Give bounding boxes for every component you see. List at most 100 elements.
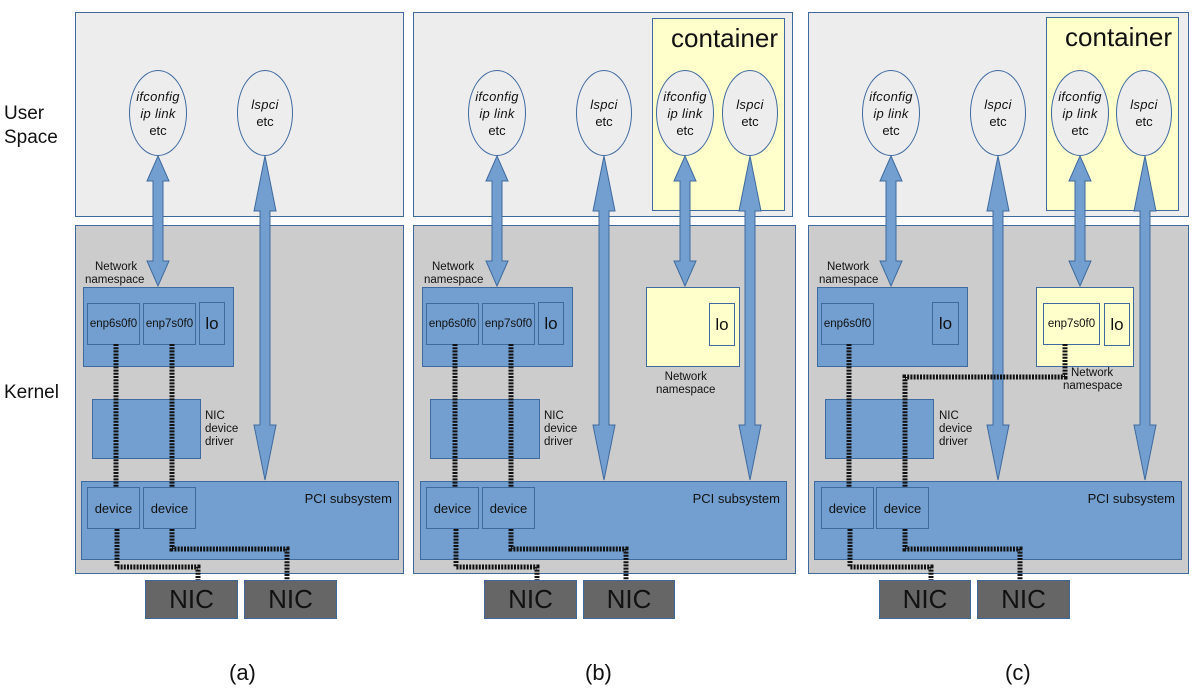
namespace-label-line: namespace — [424, 274, 484, 286]
pci-subsystem-label: PCI subsystem — [304, 491, 392, 506]
interface-enp7s0f0[interactable]: enp7s0f0 — [482, 303, 535, 345]
nic-card: NIC — [145, 580, 238, 619]
container-title: container — [671, 23, 778, 53]
tool-text: etc — [741, 114, 759, 129]
container-title: container — [1065, 22, 1172, 52]
tool-text: etc — [1135, 114, 1153, 129]
interface-lo[interactable]: lo — [199, 302, 225, 345]
panel-caption: (c) — [1005, 660, 1031, 685]
container-tool-oval-ifconfig: ifconfig ip link etc — [1051, 70, 1109, 156]
driver-label-line: NIC — [939, 410, 959, 422]
container-tool-oval-ifconfig: ifconfig ip link etc — [656, 70, 714, 156]
interface-enp6s0f0[interactable]: enp6s0f0 — [821, 303, 874, 345]
namespace-label-line: Network — [664, 371, 707, 383]
namespace-label-line: namespace — [656, 384, 716, 396]
user-space-label-line1: User — [4, 103, 45, 124]
tool-text: ip link — [479, 105, 515, 121]
tool-oval-ifconfig: ifconfig ip link etc — [129, 70, 187, 156]
driver-label-line: device — [544, 423, 578, 435]
nic-device-driver — [430, 399, 540, 459]
container-interface-lo[interactable]: lo — [1104, 303, 1130, 346]
namespace-label-line: namespace — [1063, 380, 1123, 392]
tool-text: lspci — [590, 97, 618, 112]
nic-card: NIC — [879, 580, 971, 619]
driver-label-line: driver — [205, 436, 234, 448]
namespace-label-line: namespace — [85, 274, 145, 286]
driver-label: NIC device driver — [939, 410, 972, 449]
tool-text: etc — [149, 122, 167, 138]
driver-label-line: NIC — [544, 410, 564, 422]
tool-text: etc — [676, 122, 694, 138]
tool-text: ip link — [873, 105, 909, 121]
user-space-label-line2: Space — [4, 127, 58, 148]
container-interface-enp7s0f0[interactable]: enp7s0f0 — [1043, 303, 1100, 345]
driver-label: NIC device driver — [544, 410, 577, 449]
tool-text: ip link — [140, 105, 176, 121]
kernel-label: Kernel — [4, 382, 59, 403]
pci-device[interactable]: device — [143, 487, 196, 529]
user-space-label: User Space — [4, 102, 58, 150]
tool-text: etc — [989, 114, 1007, 129]
tool-text: ifconfig — [136, 88, 180, 104]
nic-device-driver — [825, 399, 934, 459]
tool-text: ip link — [1062, 105, 1098, 121]
pci-device[interactable]: device — [482, 487, 535, 529]
container-tool-oval-lspci: lspci etc — [722, 70, 778, 156]
container-interface-lo[interactable]: lo — [709, 303, 735, 346]
driver-label-line: driver — [544, 436, 573, 448]
tool-text: etc — [488, 122, 506, 138]
tool-text: etc — [882, 122, 900, 138]
driver-label-line: NIC — [205, 410, 225, 422]
pci-device[interactable]: device — [821, 487, 874, 529]
interface-enp7s0f0[interactable]: enp7s0f0 — [143, 303, 196, 345]
tool-text: ip link — [667, 105, 703, 121]
pci-device[interactable]: device — [87, 487, 140, 529]
tool-text: lspci — [1130, 97, 1158, 112]
nic-card: NIC — [977, 580, 1070, 619]
namespace-label-line: Network — [95, 261, 138, 273]
pci-device[interactable]: device — [876, 487, 929, 529]
pci-device[interactable]: device — [426, 487, 479, 529]
tool-text: ifconfig — [663, 88, 707, 104]
namespace-label: Network namespace — [424, 261, 483, 287]
container-namespace-label: Network namespace — [656, 371, 715, 397]
tool-oval-lspci: lspci etc — [970, 70, 1026, 156]
tool-text: etc — [256, 114, 274, 129]
interface-lo[interactable]: lo — [932, 302, 959, 345]
tool-text: ifconfig — [475, 88, 519, 104]
nic-device-driver — [92, 399, 201, 459]
nic-card: NIC — [244, 580, 337, 619]
namespace-label: Network namespace — [819, 261, 878, 287]
driver-label: NIC device driver — [205, 410, 238, 449]
tool-oval-ifconfig: ifconfig ip link etc — [468, 70, 526, 156]
interface-lo[interactable]: lo — [538, 302, 564, 345]
container-namespace-label: Network namespace — [1063, 367, 1122, 393]
panel-caption: (b) — [585, 660, 612, 685]
namespace-label-line: Network — [827, 261, 870, 273]
nic-card: NIC — [484, 580, 577, 619]
panel-caption: (a) — [229, 660, 256, 685]
namespace-label-line: Network — [432, 261, 475, 273]
pci-subsystem-label: PCI subsystem — [1087, 491, 1175, 506]
namespace-label-line: Network — [1071, 367, 1114, 379]
tool-text: lspci — [984, 97, 1012, 112]
namespace-label-line: namespace — [819, 274, 879, 286]
tool-text: lspci — [251, 97, 279, 112]
tool-text: etc — [1071, 122, 1089, 138]
interface-enp6s0f0[interactable]: enp6s0f0 — [87, 303, 140, 345]
driver-label-line: driver — [939, 436, 968, 448]
tool-text: etc — [595, 114, 613, 129]
driver-label-line: device — [939, 423, 973, 435]
interface-enp6s0f0[interactable]: enp6s0f0 — [426, 303, 479, 345]
tool-text: lspci — [736, 97, 764, 112]
pci-subsystem-label: PCI subsystem — [692, 491, 780, 506]
namespace-label: Network namespace — [85, 261, 144, 287]
driver-label-line: device — [205, 423, 239, 435]
nic-card: NIC — [583, 580, 675, 619]
tool-oval-lspci: lspci etc — [237, 70, 293, 156]
tool-oval-ifconfig: ifconfig ip link etc — [862, 70, 920, 156]
tool-text: ifconfig — [1058, 88, 1102, 104]
container-tool-oval-lspci: lspci etc — [1116, 70, 1172, 156]
tool-text: ifconfig — [869, 88, 913, 104]
tool-oval-lspci: lspci etc — [576, 70, 632, 156]
